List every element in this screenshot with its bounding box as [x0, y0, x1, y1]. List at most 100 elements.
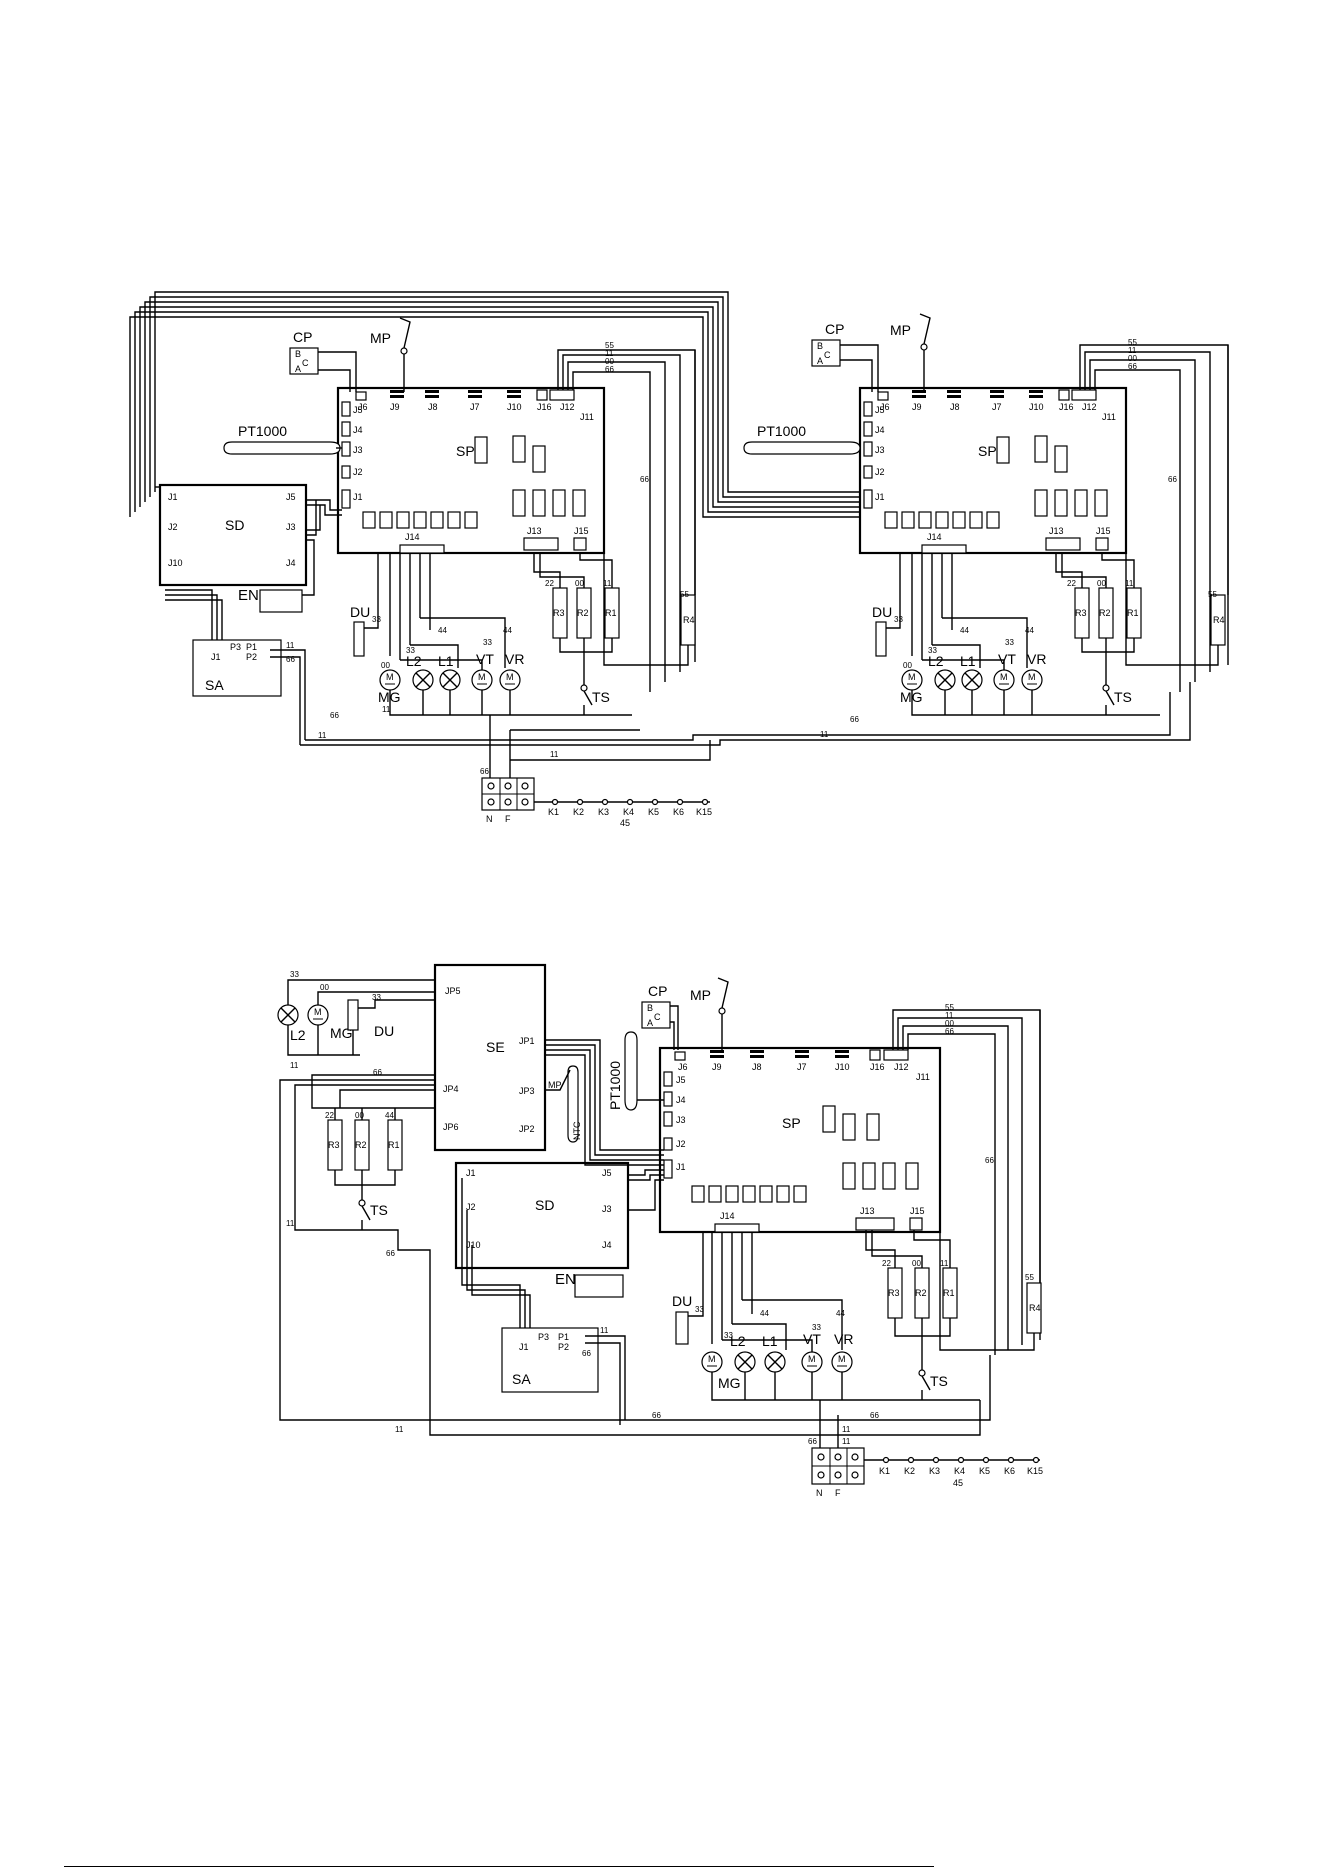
wire-00-b: 00: [1128, 354, 1137, 363]
load-wire-44-bottom: 44: [760, 1309, 769, 1318]
r1-wire-44-bottom: 44: [385, 1111, 394, 1120]
cp-b-a: B: [295, 349, 301, 359]
sp-top-headers-a: [355, 389, 575, 401]
sa-wire-11-bottom: 11: [600, 1326, 609, 1335]
sa-wire-11-a: 11: [286, 641, 295, 650]
sp-label-b: SP: [978, 443, 997, 459]
r3-wire-22-sp-bottom: 22: [882, 1259, 891, 1268]
r4-wire-55-bottom: 55: [1025, 1273, 1034, 1282]
vr-label-b: VR: [1027, 651, 1046, 667]
conn-j4-a: J4: [353, 425, 363, 435]
r1-label-bottom: R1: [388, 1140, 400, 1150]
conn-j1-bottom: J1: [676, 1162, 686, 1172]
conn-j15-b: J15: [1096, 526, 1111, 536]
load-wire-44-b: 44: [960, 626, 969, 635]
mp-label-se: MP: [548, 1080, 562, 1090]
vr-label-a: VR: [505, 651, 524, 667]
vt-wire-33-b: 33: [1005, 638, 1014, 647]
wire-55-a: 55: [605, 341, 614, 350]
sd-j1-a: J1: [168, 492, 178, 502]
r4-label-a: R4: [683, 615, 695, 625]
pt1000-probe-a: [223, 441, 341, 455]
term-wire-66-top: 66: [480, 767, 489, 776]
cp-a-b: A: [817, 356, 823, 366]
l2-label-sp-bottom: L2: [730, 1333, 746, 1349]
mg-wire-00-b: 00: [903, 661, 912, 670]
bus-wire-66-bottom-b: 66: [652, 1411, 661, 1420]
wire-55-b: 55: [1128, 338, 1137, 347]
mg-label-sp-bottom: MG: [718, 1375, 741, 1391]
conn-j16-b: J16: [1059, 402, 1074, 412]
du-device-b: [875, 621, 887, 657]
se-jp3: JP3: [519, 1086, 535, 1096]
en-label-bottom: EN: [555, 1271, 576, 1288]
r2-label-bottom: R2: [355, 1140, 367, 1150]
cp-switch-a: [289, 347, 319, 375]
bus-wire-11-bottom-c: 11: [842, 1425, 851, 1434]
du-wire-33-a: 33: [372, 615, 381, 624]
r3-wire-22-a: 22: [545, 579, 554, 588]
mp-label-bottom: MP: [690, 987, 711, 1003]
unit-a: SP: [158, 317, 696, 745]
mg-label-a: MG: [378, 689, 401, 705]
conn-j6-bottom: J6: [678, 1062, 688, 1072]
se-board: [433, 963, 547, 1152]
cp-a-bottom: A: [647, 1018, 653, 1028]
conn-j14-bottom: J14: [720, 1211, 735, 1221]
l2-label-a: L2: [406, 653, 422, 669]
conn-j3-a: J3: [353, 445, 363, 455]
vr-wire-44-bottom: 44: [836, 1309, 845, 1318]
k-terminals-bottom: [882, 1456, 1040, 1464]
sa-p1-a: P1: [246, 642, 257, 652]
k1-top: K1: [548, 807, 559, 817]
ntc-probe: [567, 1065, 579, 1143]
ts-label-sp-bottom: TS: [930, 1373, 948, 1389]
du-label-bottom: DU: [374, 1023, 394, 1039]
conn-j8-bottom: J8: [752, 1062, 762, 1072]
sd-j2-bottom: J2: [466, 1202, 476, 1212]
k2-top: K2: [573, 807, 584, 817]
mp-label-b: MP: [890, 322, 911, 338]
top-diagram: SP: [129, 291, 1229, 828]
conn-j11-bottom: J11: [916, 1072, 930, 1082]
load-wire-33-a: 33: [406, 646, 415, 655]
conn-j7-bottom: J7: [797, 1062, 807, 1072]
sp-label-bottom: SP: [782, 1115, 801, 1131]
mg-label-bottom: MG: [330, 1025, 353, 1041]
bus-wire-66-bottom-a: 66: [386, 1249, 395, 1258]
term-wire-66-bottom: 66: [808, 1437, 817, 1446]
conn-j1-b: J1: [875, 492, 885, 502]
k6-bottom: K6: [1004, 1466, 1015, 1476]
conn-j14-b: J14: [927, 532, 942, 542]
conn-j7-a: J7: [470, 402, 480, 412]
pt1000-probe-b: [743, 441, 861, 455]
mg-wire-00-bottom: 00: [320, 983, 329, 992]
k-bus-code-top: 45: [620, 818, 630, 828]
k1-bottom: K1: [879, 1466, 890, 1476]
wire-00-a: 00: [605, 357, 614, 366]
bus-wire-11-bottom-b: 11: [395, 1425, 404, 1434]
du-wire-33-bottom: 33: [372, 993, 381, 1002]
term-n-bottom: N: [816, 1488, 823, 1498]
sd-board-a: [158, 483, 308, 587]
vt-label-a: VT: [476, 651, 494, 667]
conn-j9-bottom: J9: [712, 1062, 722, 1072]
k2-bottom: K2: [904, 1466, 915, 1476]
sa-board-a: [192, 639, 282, 697]
se-jp5: JP5: [445, 986, 461, 996]
bus-wire-11-c: 11: [550, 750, 559, 759]
du-label-a: DU: [350, 604, 370, 620]
r2-label-b: R2: [1099, 608, 1111, 618]
r1-wire-11-sp-bottom: 11: [940, 1259, 949, 1268]
sd-j4-a: J4: [286, 558, 296, 568]
vt-wire-33-a: 33: [483, 638, 492, 647]
vt-m-bottom: M: [808, 1354, 816, 1364]
sa-p2-bottom: P2: [558, 1342, 569, 1352]
r3-wire-22-b: 22: [1067, 579, 1076, 588]
conn-j5-a: J5: [353, 405, 363, 415]
conn-j8-a: J8: [428, 402, 438, 412]
du-label-b: DU: [872, 604, 892, 620]
vr-label-sp-bottom: VR: [834, 1331, 853, 1347]
k6-top: K6: [673, 807, 684, 817]
